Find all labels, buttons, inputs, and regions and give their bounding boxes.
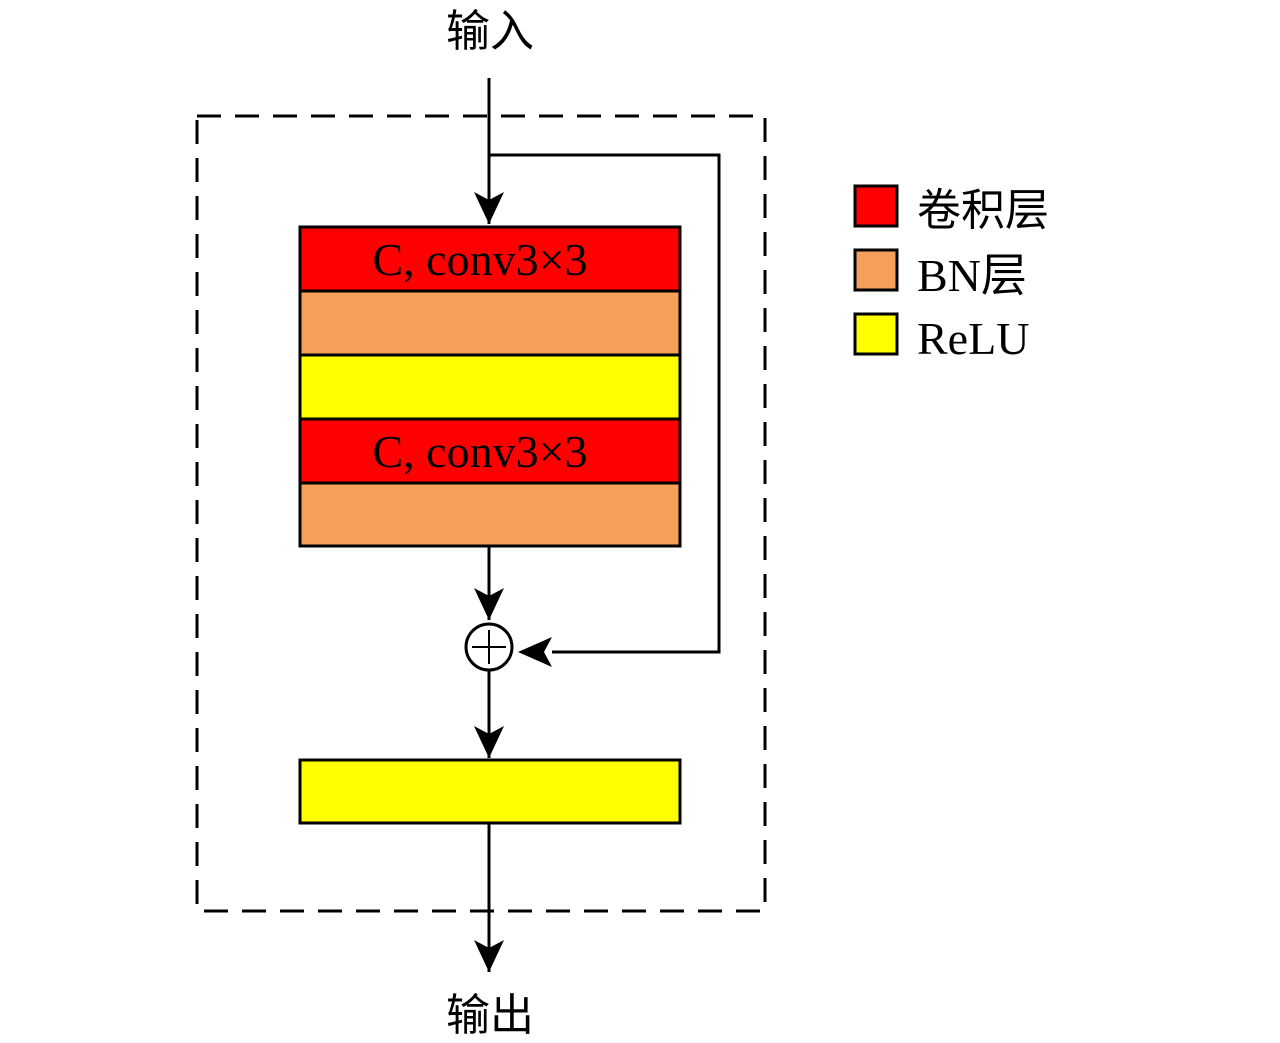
conv-layer-label: C, conv3×3 — [372, 426, 587, 477]
conv-layer-label: C, conv3×3 — [372, 234, 587, 285]
input-arrowhead — [474, 192, 504, 224]
bn-layer — [298, 481, 682, 548]
stack-to-add-arrowhead — [474, 588, 504, 620]
bn-layer — [298, 289, 682, 357]
relu-layer — [298, 353, 682, 421]
legend-swatch-bn — [853, 248, 899, 292]
legend-item-conv: 卷积层 — [853, 184, 1049, 236]
residual-block-boundary — [195, 114, 767, 913]
legend-label: BN层 — [917, 250, 1027, 301]
output-arrowhead — [474, 940, 504, 972]
skip-arrowhead — [518, 637, 552, 667]
legend-swatch-relu — [853, 312, 899, 356]
legend-label: 卷积层 — [917, 185, 1049, 236]
post-add-relu-layer — [298, 758, 682, 825]
legend-swatch-conv — [853, 184, 899, 228]
input-label: 输入 — [446, 6, 534, 57]
elementwise-add-node — [464, 622, 514, 672]
conv-layer — [298, 225, 682, 293]
output-label: 输出 — [446, 990, 534, 1041]
legend-label: ReLU — [917, 313, 1029, 364]
skip-connection — [489, 153, 721, 654]
layer-stack: C, conv3×3 C, conv3×3 — [298, 225, 682, 548]
legend-item-relu: ReLU — [853, 312, 1029, 364]
add-to-relu-arrowhead — [474, 726, 504, 758]
legend: 卷积层 BN层 ReLU — [853, 184, 1049, 364]
legend-item-bn: BN层 — [853, 248, 1027, 301]
